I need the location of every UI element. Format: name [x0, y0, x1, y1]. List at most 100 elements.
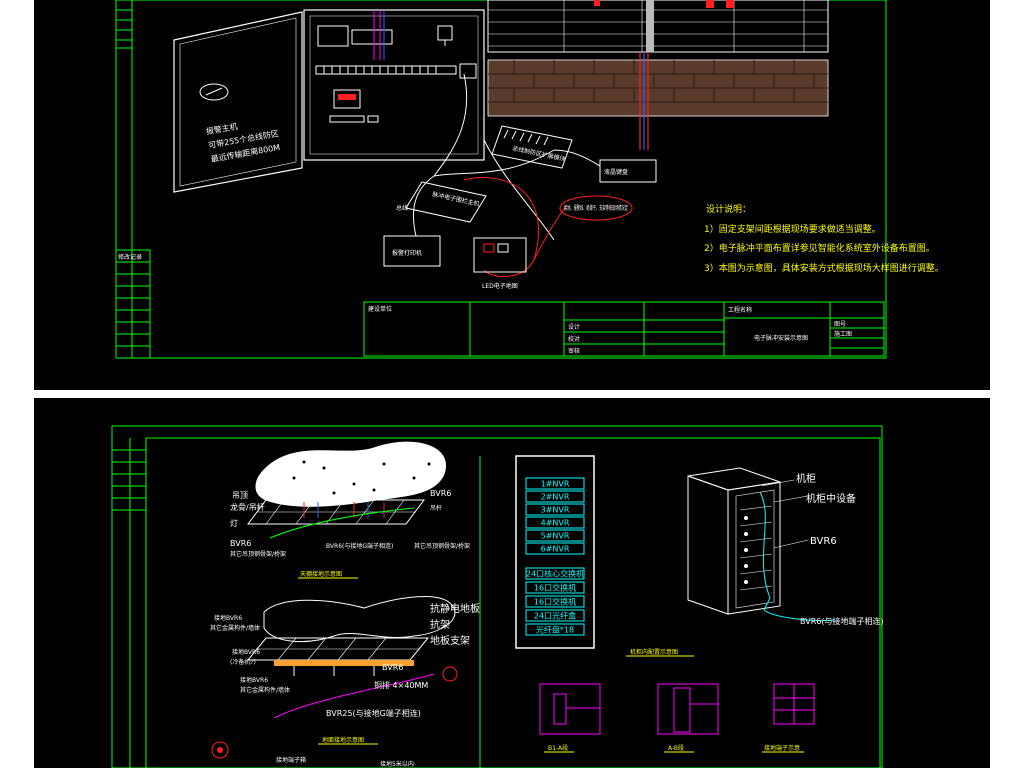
floor-label-floor: 抗静电地板	[430, 602, 480, 615]
floor-slab	[263, 596, 456, 642]
pcb-block	[333, 89, 361, 109]
rack-item-label: 16口交换机	[534, 583, 576, 593]
floor-label-busbar: 铜排 4×40MM	[374, 680, 428, 690]
detail-c: 接地端子示意	[762, 683, 815, 753]
floor-caption: 地面接地示意图	[322, 736, 364, 744]
rack-item-box	[525, 477, 585, 490]
bottom-left-label1: 接地端子箱	[276, 756, 306, 764]
alarm-printer	[383, 235, 441, 267]
ground-terminal-icon	[211, 741, 229, 759]
bottom-left-strip	[112, 438, 146, 768]
tb-drawing-name: 电子脉冲安装示意图	[754, 334, 808, 342]
detail-b-label: A-B段	[668, 744, 684, 752]
ceiling-caption: 天棚接地示意图	[300, 570, 342, 578]
rack-item-box	[525, 503, 585, 516]
rack-item-box	[525, 581, 585, 594]
notes-line1: 1）固定支架间距根据现场要求做适当调整。	[704, 223, 881, 235]
tb-sheet-no: 图号	[834, 321, 846, 328]
callout-ellipse	[559, 195, 633, 221]
rack-item-box	[525, 529, 585, 542]
rack-item-label: 3#NVR	[541, 506, 570, 515]
cabinet-label: 机柜	[796, 472, 816, 485]
host-title: 报警主机	[205, 121, 238, 136]
ceiling-ground-diagram: 吊顶 龙骨/吊杆 灯 BVR6 其它吊顶钢骨架/桥架 BVR6 吊杆 BVR6(…	[230, 441, 470, 579]
alarm-host-door: 报警主机 可带255个总线防区 最远传输距离800M	[173, 11, 303, 193]
rack-item-label: 24口光纤盒	[534, 611, 576, 621]
tb-design: 设计	[568, 323, 580, 331]
detail-a: B1-A段	[539, 683, 601, 753]
bottom-drawing-sheet: 吊顶 龙骨/吊杆 灯 BVR6 其它吊顶钢骨架/桥架 BVR6 吊杆 BVR6(…	[34, 398, 990, 768]
detail-c-label: 接地端子示意	[764, 744, 800, 752]
ceiling-label-left4: 其它吊顶钢骨架/桥架	[230, 550, 286, 558]
rack-item-label: 光纤盘*18	[536, 625, 574, 635]
expansion-board: 总线制防区扩展模块	[491, 125, 573, 169]
top-drawing-sheet: 修改记录 报警主机 可带255个总线防区 最远传输距离800M	[34, 0, 990, 390]
bottom-frame	[111, 425, 883, 768]
transformer-block	[317, 25, 349, 47]
bus-label: 总线	[396, 204, 408, 212]
ceiling-slab	[255, 441, 447, 507]
rack-item-label: 6#NVR	[541, 545, 570, 554]
ceiling-bvr6-top: BVR6	[430, 489, 451, 498]
rack-list: 1#NVR2#NVR3#NVR4#NVR5#NVR6#NVR24口核心交换机16…	[525, 477, 585, 636]
tb-approve: 审核	[568, 347, 580, 355]
rack-item-box	[525, 542, 585, 555]
tb-stage: 施工图	[834, 330, 852, 338]
rack-item-box	[525, 567, 585, 580]
ceiling-grid	[247, 499, 425, 525]
bottom-inner-frame	[145, 437, 881, 768]
monitor-icon	[437, 25, 453, 41]
detail-a-label: B1-A段	[548, 744, 568, 752]
top-frame	[115, 0, 887, 359]
rack-item-box	[525, 623, 585, 636]
callout-text: 接地、报警线、绝缘子、支架等按现场情况定	[564, 204, 628, 212]
lcd-keyboard-label: 液晶键盘	[604, 168, 628, 176]
lock-icon	[199, 83, 229, 101]
ceiling-label-left2: 龙骨/吊杆	[230, 502, 265, 512]
fence-host: 脉冲电子围栏主机 总线	[396, 181, 487, 223]
ceiling-ground-label: BVR6(与接地G端子相连)	[326, 542, 393, 550]
rack-item-box	[525, 609, 585, 622]
notes-line3: 3）本图为示意图，具体安装方式根据现场大样图进行调整。	[704, 262, 944, 274]
tb-project: 工程名称	[728, 306, 752, 314]
rack-item-label: 24口核心交换机	[526, 569, 584, 579]
floor-ground-diagram: 抗静电地板 抗架 地板支架 BVR6 铜排 4×40MM BVR25(与接地G端…	[210, 596, 480, 745]
rack-item-label: 1#NVR	[541, 480, 570, 489]
tb-unit: 建设单位	[368, 305, 392, 313]
tb-check: 校对	[568, 335, 580, 343]
warning-sign-icon	[594, 0, 600, 6]
cabinet-device-label: 机柜中设备	[806, 492, 856, 505]
revision-label: 修改记录	[118, 253, 142, 261]
rack-item-label: 2#NVR	[541, 493, 570, 502]
led-map-label: LED电子地图	[482, 282, 518, 290]
rack-item-box	[525, 595, 585, 608]
rack-list-frame	[515, 455, 595, 649]
cabinet-bvr6-label: BVR6	[810, 536, 837, 547]
cabinet-ground-wire	[759, 491, 771, 611]
rack-item-box	[525, 490, 585, 503]
rack-caption: 机柜内配置示意图	[630, 648, 678, 656]
ceiling-ground-wire	[269, 507, 415, 539]
wall-section	[487, 0, 829, 150]
fence-post	[646, 0, 654, 52]
ground-terminal-dot	[217, 747, 223, 753]
expansion-board-label: 总线制防区扩展模块	[512, 144, 566, 163]
led-map-display	[473, 237, 527, 273]
alarm-printer-label: 报警打印机	[392, 249, 422, 257]
bottom-left-label2: 接地5米以内	[380, 760, 414, 768]
bus-cabling	[413, 73, 601, 241]
floor-label-bvr25: BVR25(与接地G端子相连)	[326, 708, 421, 718]
title-block	[363, 301, 885, 357]
ceiling-ground-label2: 其它吊顶钢骨架/桥架	[414, 542, 470, 550]
server-cabinet	[687, 467, 835, 621]
rack-item-label: 16口交换机	[534, 597, 576, 607]
alarm-host-cabinet	[303, 9, 485, 161]
detail-marker-a	[442, 666, 458, 682]
rack-item-box	[525, 516, 585, 529]
notes-title: 设计说明：	[706, 203, 751, 215]
top-drawing-canvas: 修改记录 报警主机 可带255个总线防区 最远传输距离800M	[115, 0, 944, 359]
bottom-drawing-canvas: 吊顶 龙骨/吊杆 灯 BVR6 其它吊顶钢骨架/桥架 BVR6 吊杆 BVR6(…	[111, 425, 884, 768]
ceiling-frame-label: 吊杆	[430, 504, 442, 512]
floor-label-l1: 接地BVR6	[214, 614, 242, 622]
top-left-strip	[115, 0, 151, 359]
